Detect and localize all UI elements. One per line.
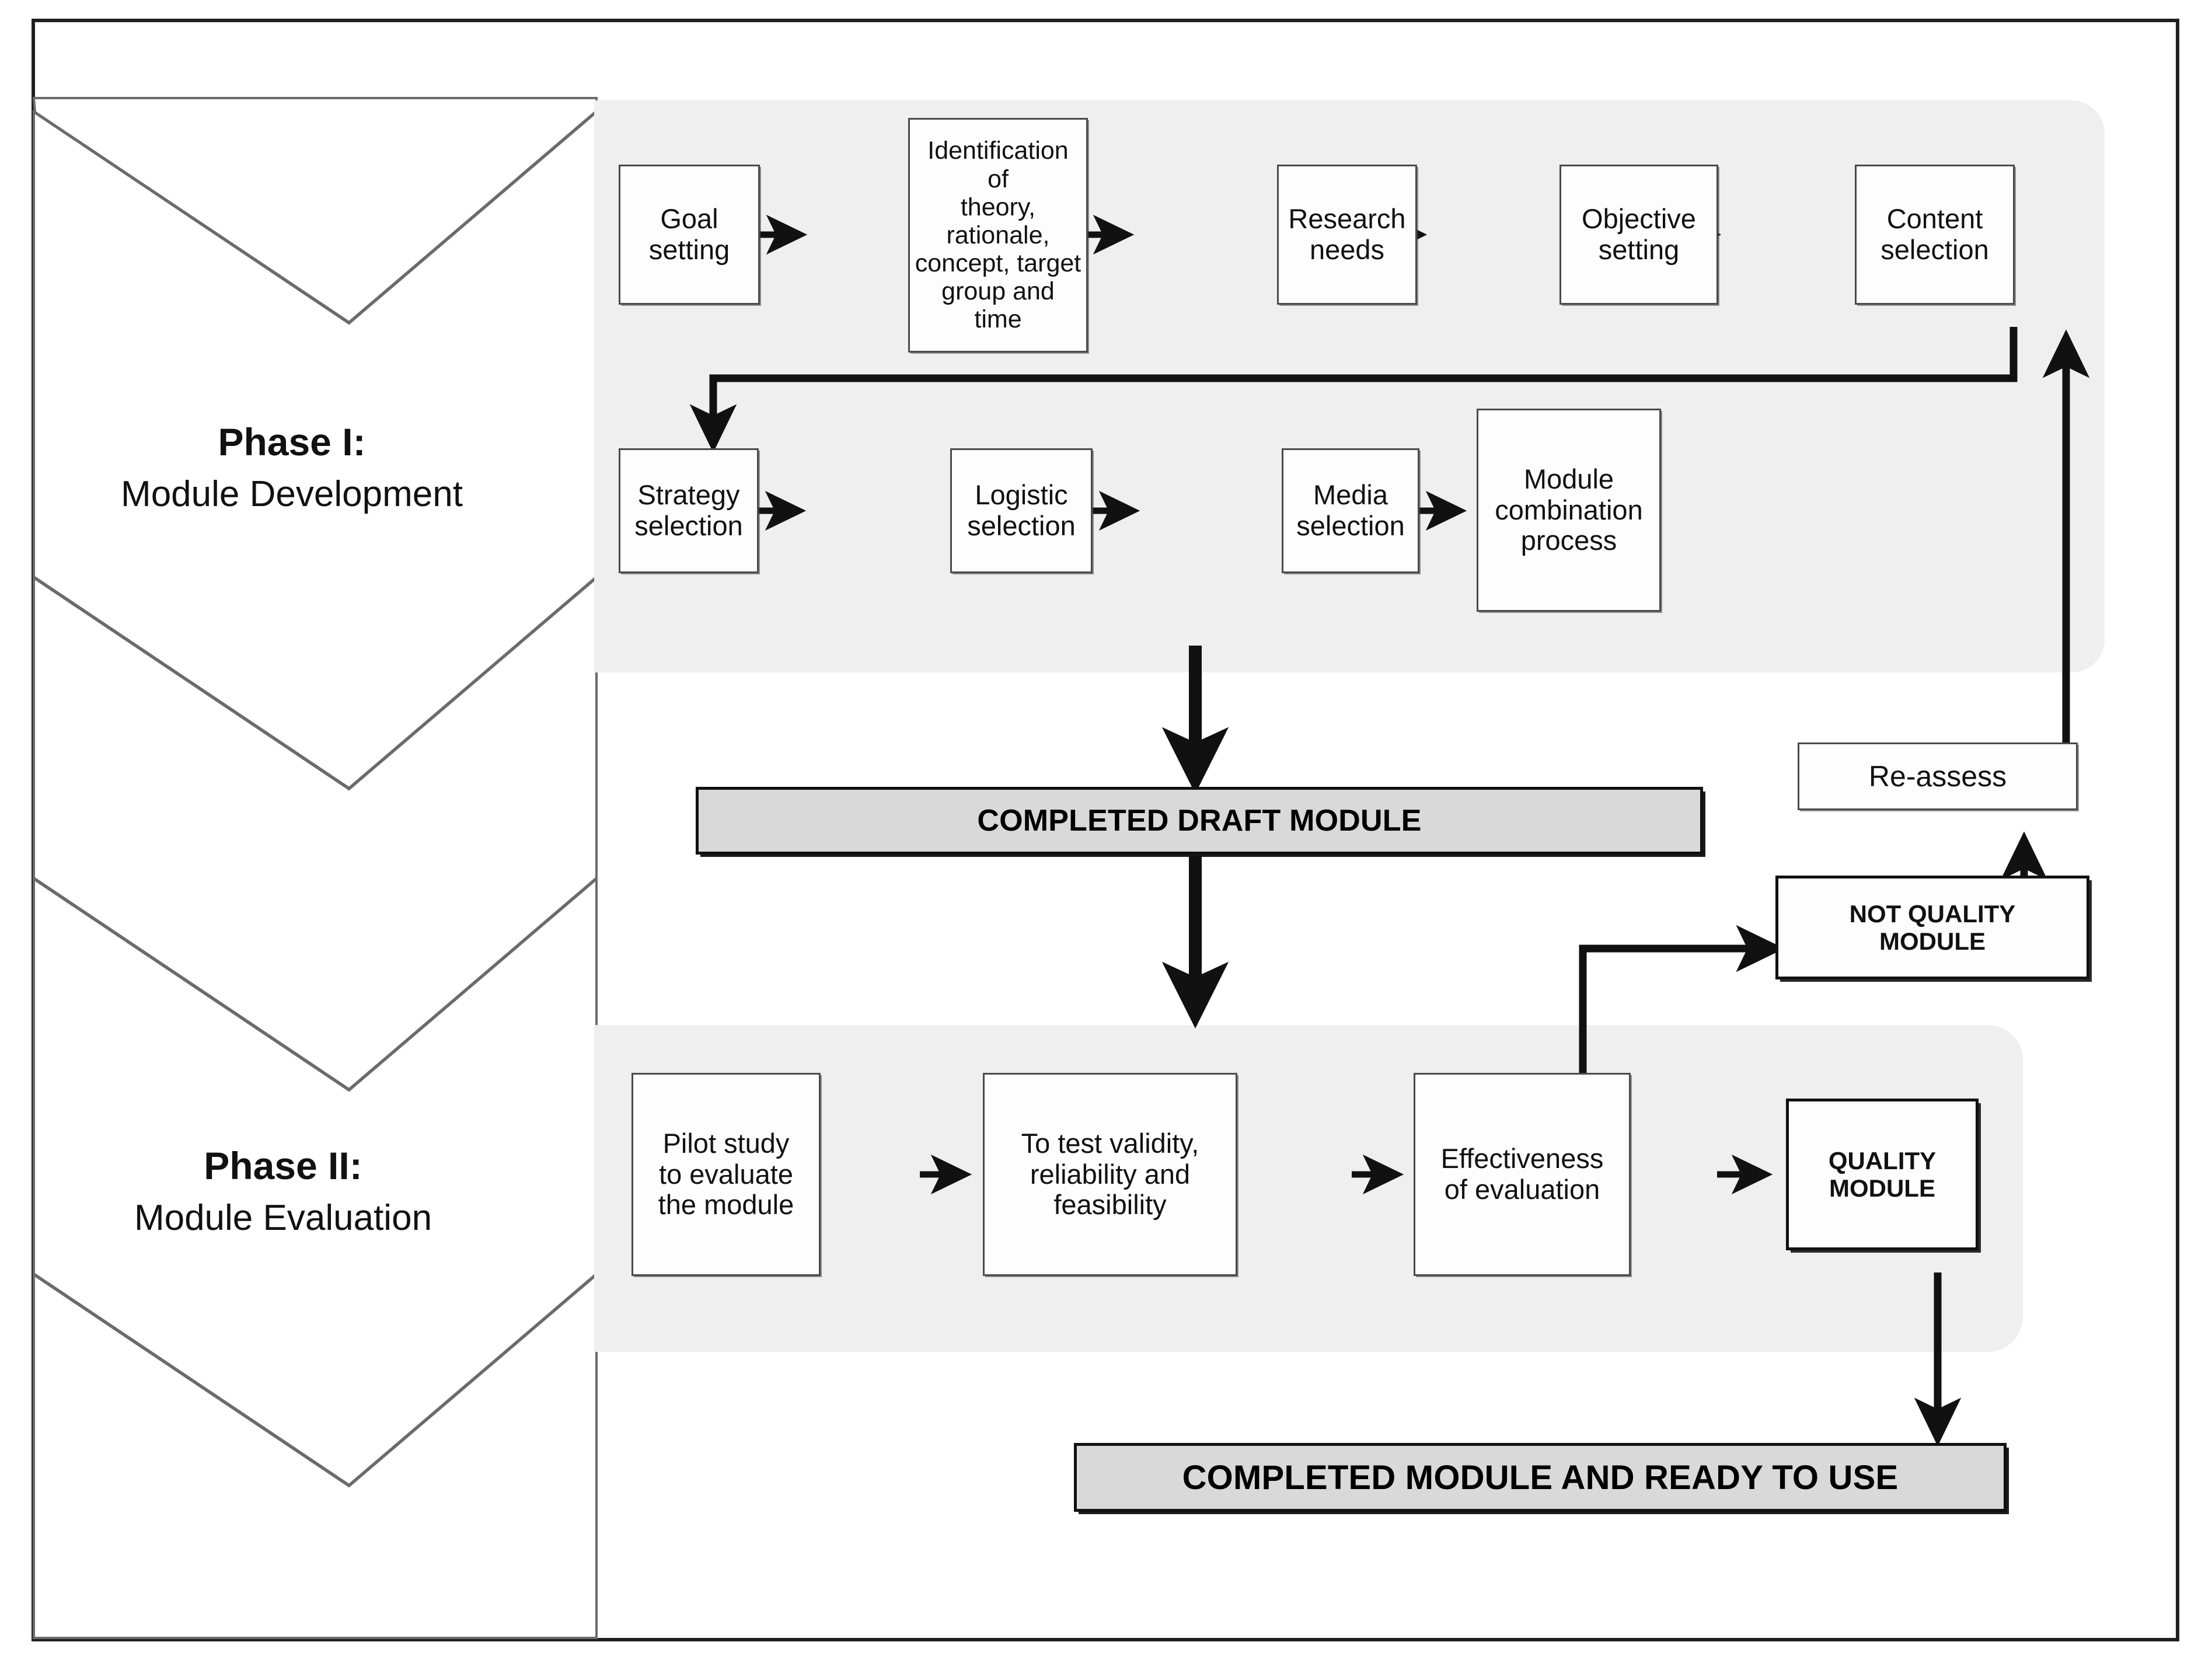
phase1-subtitle: Module Development xyxy=(121,473,463,514)
phase2-subtitle: Module Evaluation xyxy=(134,1197,432,1238)
phase1-title: Phase I: xyxy=(218,420,366,463)
banner-completed-module-ready: COMPLETED MODULE AND READY TO USE xyxy=(1074,1443,2007,1512)
phase1-label: Phase I: Module Development xyxy=(53,420,531,516)
phase2-title: Phase II: xyxy=(204,1144,362,1187)
node-re-assess[interactable]: Re-assess xyxy=(1798,742,2078,810)
phase2-panel xyxy=(594,1025,2023,1352)
banner-completed-draft-module: COMPLETED DRAFT MODULE xyxy=(696,787,1703,855)
phase2-label: Phase II: Module Evaluation xyxy=(44,1144,522,1240)
